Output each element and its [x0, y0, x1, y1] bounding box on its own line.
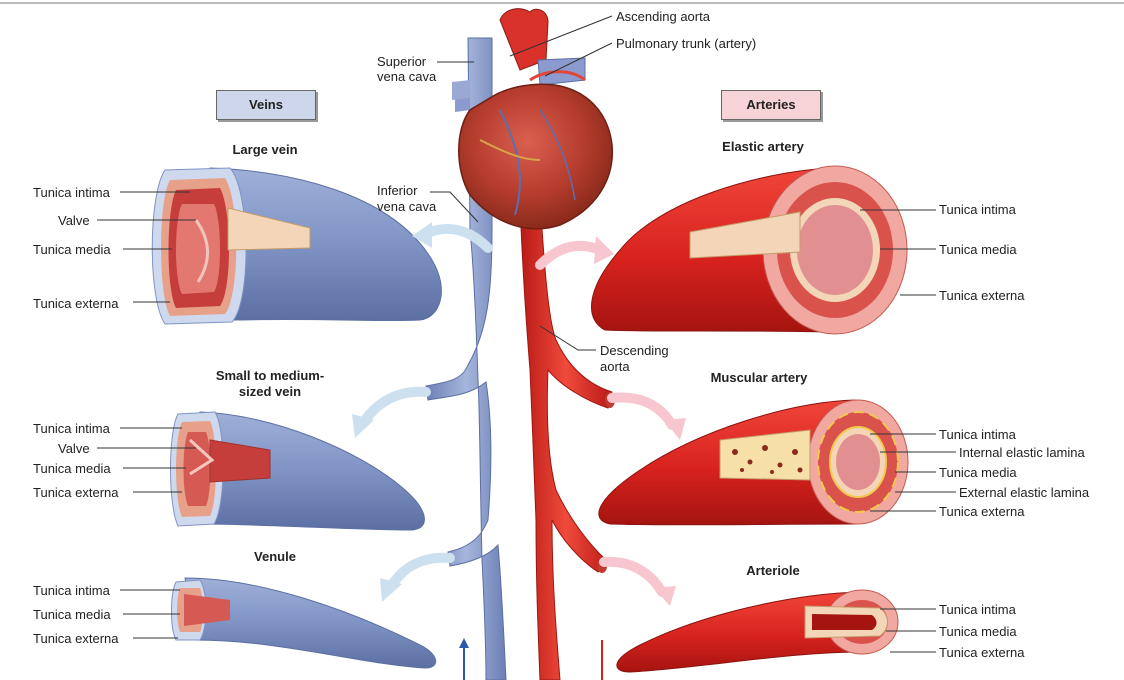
elastic-artery-title: Elastic artery: [722, 139, 804, 154]
large-vein-illustration: [151, 167, 442, 325]
inferior-vena-cava-label-1: Inferior: [377, 183, 418, 198]
heart: [452, 8, 614, 230]
muscular-artery-title: Muscular artery: [710, 370, 808, 385]
small-vein-media-label: Tunica media: [33, 461, 111, 476]
muscular-internal-lamina-label: Internal elastic lamina: [959, 445, 1085, 460]
small-vein-intima-label: Tunica intima: [33, 421, 110, 436]
venule-illustration: [171, 577, 437, 669]
elastic-intima-label: Tunica intima: [939, 202, 1016, 217]
large-vein-externa-label: Tunica externa: [33, 296, 119, 311]
aorta-trunk: [519, 199, 615, 680]
small-vein-title-1: Small to medium-: [215, 368, 325, 383]
small-vein-title-2: sized vein: [238, 384, 302, 399]
small-vein-illustration: [170, 411, 425, 531]
arteriole-externa-label: Tunica externa: [939, 645, 1025, 660]
arteriole-illustration: [616, 589, 899, 673]
large-vein-valve-label: Valve: [58, 213, 90, 228]
elastic-externa-label: Tunica externa: [939, 288, 1025, 303]
flow-arrows: [352, 222, 686, 606]
descending-aorta-label-2: aorta: [600, 359, 630, 374]
muscular-intima-label: Tunica intima: [939, 427, 1016, 442]
elastic-artery-illustration: [591, 165, 908, 335]
veins-section-box: Veins: [216, 90, 316, 120]
venule-intima-label: Tunica intima: [33, 583, 110, 598]
superior-vena-cava-label-1: Superior: [377, 54, 427, 69]
pulmonary-trunk-label: Pulmonary trunk (artery): [616, 36, 757, 51]
venule-media-label: Tunica media: [33, 607, 111, 622]
inferior-vena-cava-label-2: vena cava: [377, 199, 437, 214]
muscular-external-lamina-label: External elastic lamina: [959, 485, 1090, 500]
small-vein-externa-label: Tunica externa: [33, 485, 119, 500]
small-vein-valve-label: Valve: [58, 441, 90, 456]
venule-title: Venule: [254, 549, 296, 564]
descending-aorta-label-1: Descending: [600, 343, 669, 358]
large-vein-title: Large vein: [232, 142, 298, 157]
arteriole-intima-label: Tunica intima: [939, 602, 1016, 617]
leader-lines: [97, 15, 956, 653]
upward-flow-arrow: [459, 638, 603, 680]
muscular-artery-illustration: [598, 399, 909, 526]
arteries-section-box: Arteries: [721, 90, 821, 120]
muscular-externa-label: Tunica externa: [939, 504, 1025, 519]
large-vein-media-label: Tunica media: [33, 242, 111, 257]
ascending-aorta-label: Ascending aorta: [616, 9, 710, 24]
large-vein-intima-label: Tunica intima: [33, 185, 110, 200]
arteriole-media-label: Tunica media: [939, 624, 1017, 639]
superior-vena-cava-label-2: vena cava: [377, 69, 437, 84]
venule-externa-label: Tunica externa: [33, 631, 119, 646]
elastic-media-label: Tunica media: [939, 242, 1017, 257]
arteriole-title: Arteriole: [746, 563, 800, 578]
muscular-media-label: Tunica media: [939, 465, 1017, 480]
